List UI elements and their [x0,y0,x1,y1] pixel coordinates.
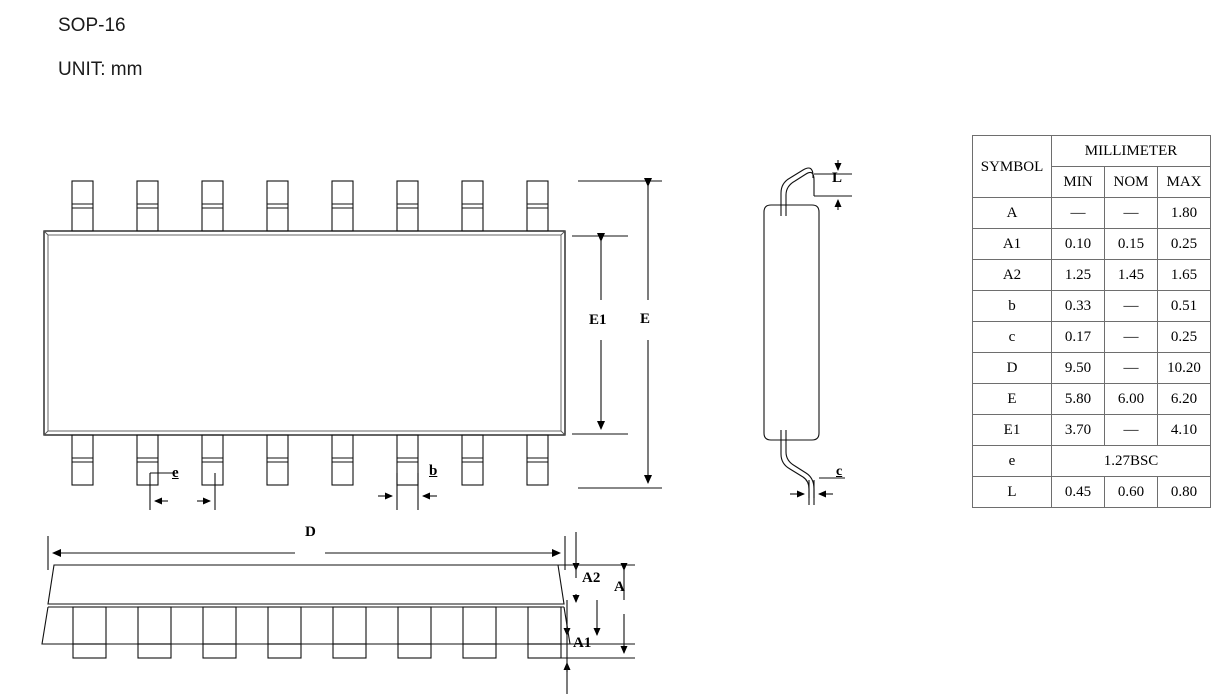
front-view [41,532,635,694]
dimension-L [814,160,852,210]
top-view-body-inner [47,234,562,432]
spec-symbol: E1 [972,414,1052,446]
dimension-c [790,477,845,505]
spec-symbol: D [972,352,1052,384]
side-view [763,160,852,505]
label-A: A [614,579,625,595]
unit-note: UNIT: mm [58,59,143,80]
spec-min: 0.45 [1051,476,1105,508]
label-c: c [836,464,843,479]
title-block: SOP-16 UNIT: mm [58,16,142,104]
spec-nom: — [1104,321,1158,353]
label-E: E [640,311,651,327]
spec-max: 0.25 [1157,228,1211,260]
spec-header-min: MIN [1051,166,1105,198]
spec-symbol: L [972,476,1052,508]
front-view-legs [72,606,562,659]
package-name: SOP-16 [58,15,126,36]
spec-header-max: MAX [1157,166,1211,198]
label-A2: A2 [582,570,601,586]
spec-max: 0.80 [1157,476,1211,508]
spec-max: 0.51 [1157,290,1211,322]
spec-min: 3.70 [1051,414,1105,446]
spec-symbol: c [972,321,1052,353]
top-view-upper-pins [71,180,549,232]
label-L: L [832,170,843,186]
spec-table-header-row-1: SYMBOL MILLIMETER [972,135,1211,198]
spec-symbol: A [972,197,1052,229]
dimension-A-group [545,532,635,694]
spec-table: SYMBOL MILLIMETER MIN NOM MAX A——1.80 A1… [972,135,1211,508]
spec-symbol: b [972,290,1052,322]
top-view-lower-pins [71,434,549,486]
spec-symbol: A2 [972,259,1052,291]
label-b: b [429,463,438,479]
table-row: A——1.80 [972,197,1211,229]
top-view-body [43,230,566,436]
dimension-E1 [572,233,628,435]
spec-symbol: E [972,383,1052,415]
spec-table-body: SYMBOL MILLIMETER MIN NOM MAX A——1.80 A1… [972,135,1211,508]
spec-min: 0.33 [1051,290,1105,322]
side-view-lead-top [780,167,815,216]
label-E1: E1 [589,312,607,328]
spec-nom: — [1104,197,1158,229]
spec-min: 1.25 [1051,259,1105,291]
dimension-e [149,472,216,510]
spec-header-symbol: SYMBOL [972,135,1052,198]
spec-nom: 0.15 [1104,228,1158,260]
label-e: e [172,465,179,481]
spec-min: 0.17 [1051,321,1105,353]
spec-max: 1.80 [1157,197,1211,229]
spec-max: 10.20 [1157,352,1211,384]
spec-min: 5.80 [1051,383,1105,415]
spec-nom: 1.45 [1104,259,1158,291]
spec-min: 9.50 [1051,352,1105,384]
spec-symbol: e [972,445,1052,477]
spec-header-units: MILLIMETER [1051,135,1211,167]
top-view [43,178,662,510]
spec-nom: 0.60 [1104,476,1158,508]
spec-nom: — [1104,290,1158,322]
dimension-D [47,536,566,570]
spec-min: 0.10 [1051,228,1105,260]
spec-max: 6.20 [1157,383,1211,415]
label-A1: A1 [573,635,592,651]
side-view-body [763,204,820,441]
dimension-E [578,178,662,489]
spec-span-value: 1.27BSC [1051,445,1211,477]
spec-nom: — [1104,414,1158,446]
spec-nom: 6.00 [1104,383,1158,415]
spec-symbol: A1 [972,228,1052,260]
spec-min: — [1051,197,1105,229]
spec-max: 4.10 [1157,414,1211,446]
label-D: D [305,524,316,540]
spec-header-nom: NOM [1104,166,1158,198]
spec-nom: — [1104,352,1158,384]
dimension-b [378,473,437,510]
spec-max: 1.65 [1157,259,1211,291]
spec-max: 0.25 [1157,321,1211,353]
front-view-body [41,564,571,645]
